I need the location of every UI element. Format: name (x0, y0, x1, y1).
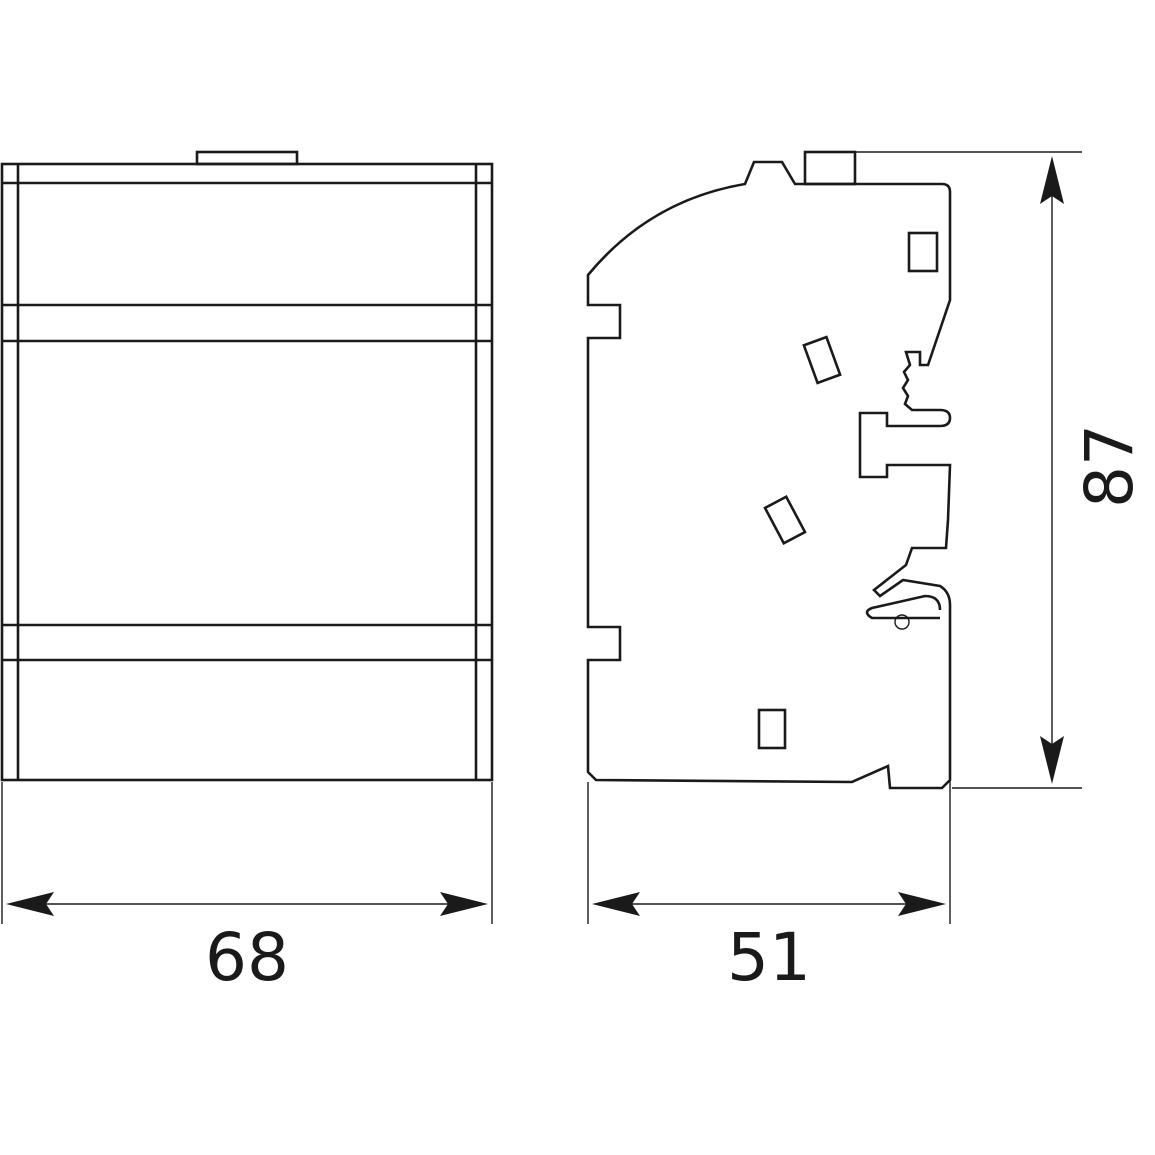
width-arrow-left (6, 892, 54, 916)
depth-arrow-left (592, 892, 640, 916)
width-arrow-right (440, 892, 488, 916)
side-view-outline (586, 160, 952, 790)
depth-dimension: 51 (587, 772, 951, 996)
front-view (0, 150, 494, 782)
height-arrow-bottom (1040, 736, 1064, 784)
side-view-clip-hole (894, 614, 910, 630)
front-view-top-tab (195, 150, 299, 166)
depth-dimension-label: 51 (727, 919, 811, 996)
side-view-top-connector (803, 150, 857, 186)
side-view-window-upper-tilted (802, 335, 842, 385)
width-dimension: 68 (1, 782, 493, 996)
side-view-window-top (907, 231, 939, 273)
side-view (586, 150, 952, 790)
front-view-body-outline (0, 162, 494, 782)
side-view-din-clip-lower (865, 594, 942, 620)
side-view-window-bottom (757, 708, 787, 750)
height-dimension: 87 (855, 151, 1148, 789)
height-arrow-top (1040, 156, 1064, 204)
height-dimension-label: 87 (1071, 424, 1148, 508)
depth-arrow-right (898, 892, 946, 916)
width-dimension-label: 68 (205, 919, 289, 996)
side-view-window-lower-tilted (763, 494, 807, 546)
